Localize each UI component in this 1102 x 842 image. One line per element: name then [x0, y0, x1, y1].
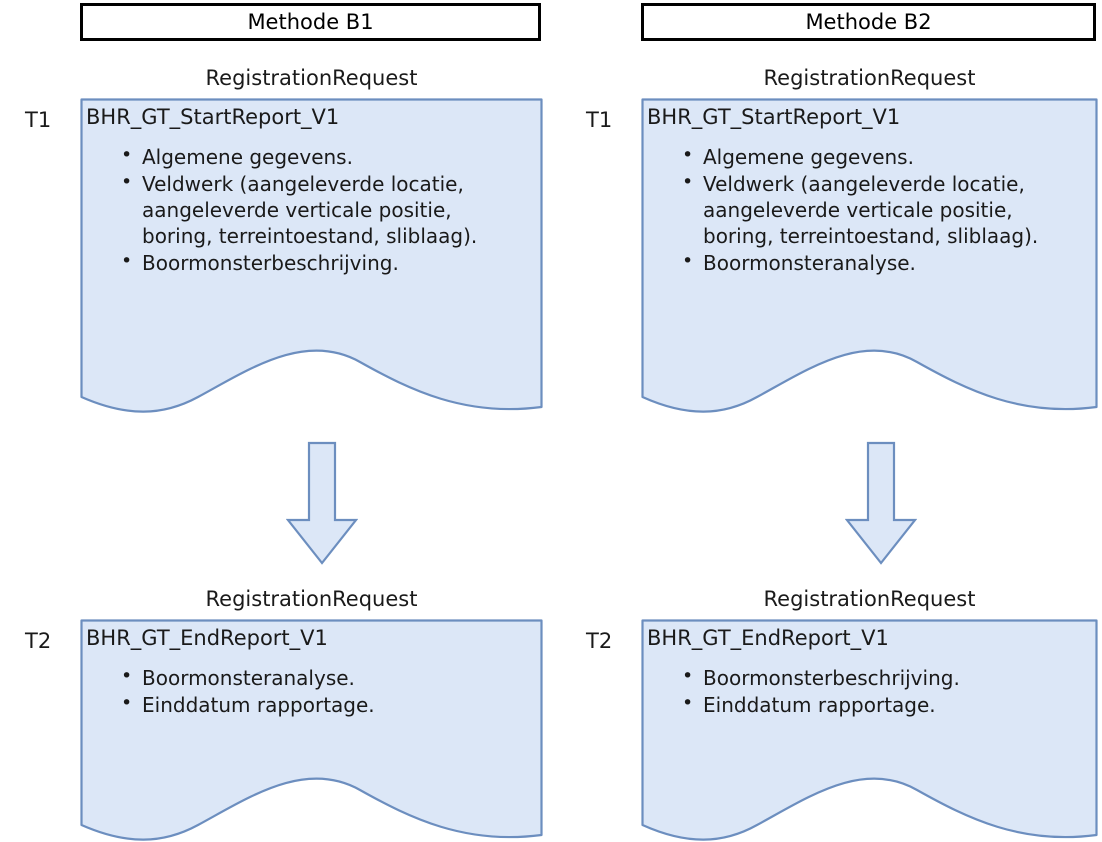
- down-arrow-icon: [844, 441, 918, 565]
- time-label-b1-t2: T2: [25, 629, 52, 653]
- document-caption-b1-t1: RegistrationRequest: [205, 66, 418, 90]
- method-header-b1-label: Methode B1: [247, 9, 374, 34]
- document-caption-b1-t2: RegistrationRequest: [205, 587, 418, 611]
- time-label-b2-t1: T1: [586, 108, 613, 132]
- document-shape-b2-t2: BHR_GT_EndReport_V1 Boormonsterbeschrijv…: [641, 619, 1098, 842]
- document-content-b1-t1: BHR_GT_StartReport_V1 Algemene gegevens.…: [80, 98, 543, 276]
- time-label-b2-t2: T2: [586, 629, 613, 653]
- time-label-b1-t1: T1: [25, 108, 52, 132]
- document-content-b2-t2: BHR_GT_EndReport_V1 Boormonsterbeschrijv…: [641, 619, 1098, 718]
- document-title-b2-t1: BHR_GT_StartReport_V1: [647, 105, 901, 129]
- list-item: Boormonsteranalyse.: [121, 664, 533, 691]
- down-arrow-icon: [285, 441, 359, 565]
- document-shape-b2-t1: BHR_GT_StartReport_V1 Algemene gegevens.…: [641, 98, 1098, 414]
- flow-arrow-b2: [844, 441, 918, 565]
- list-item: Einddatum rapportage.: [121, 691, 533, 718]
- document-content-b1-t2: BHR_GT_EndReport_V1 Boormonsteranalyse. …: [80, 619, 543, 718]
- document-item-list-b2-t1: Algemene gegevens. Veldwerk (aangeleverd…: [647, 143, 1088, 276]
- method-header-b2: Methode B2: [641, 3, 1096, 41]
- list-item: Algemene gegevens.: [121, 143, 525, 170]
- document-shape-b1-t1: BHR_GT_StartReport_V1 Algemene gegevens.…: [80, 98, 543, 414]
- document-content-b2-t1: BHR_GT_StartReport_V1 Algemene gegevens.…: [641, 98, 1098, 276]
- document-caption-b2-t1: RegistrationRequest: [763, 66, 976, 90]
- document-title-b1-t2: BHR_GT_EndReport_V1: [86, 626, 328, 650]
- flow-arrow-b1: [285, 441, 359, 565]
- list-item: Veldwerk (aangeleverde locatie, aangelev…: [121, 170, 525, 250]
- method-header-b2-label: Methode B2: [805, 9, 932, 34]
- document-item-list-b2-t2: Boormonsterbeschrijving. Einddatum rappo…: [647, 664, 1088, 718]
- list-item: Veldwerk (aangeleverde locatie, aangelev…: [682, 170, 1080, 250]
- document-item-list-b1-t2: Boormonsteranalyse. Einddatum rapportage…: [86, 664, 533, 718]
- document-title-b1-t1: BHR_GT_StartReport_V1: [86, 105, 340, 129]
- list-item: Boormonsterbeschrijving.: [682, 664, 1088, 691]
- document-shape-b1-t2: BHR_GT_EndReport_V1 Boormonsteranalyse. …: [80, 619, 543, 842]
- list-item: Algemene gegevens.: [682, 143, 1080, 170]
- document-title-b2-t2: BHR_GT_EndReport_V1: [647, 626, 889, 650]
- list-item: Boormonsterbeschrijving.: [121, 249, 525, 276]
- method-header-b1: Methode B1: [80, 3, 541, 41]
- document-caption-b2-t2: RegistrationRequest: [763, 587, 976, 611]
- document-item-list-b1-t1: Algemene gegevens. Veldwerk (aangeleverd…: [86, 143, 533, 276]
- list-item: Einddatum rapportage.: [682, 691, 1088, 718]
- list-item: Boormonsteranalyse.: [682, 249, 1080, 276]
